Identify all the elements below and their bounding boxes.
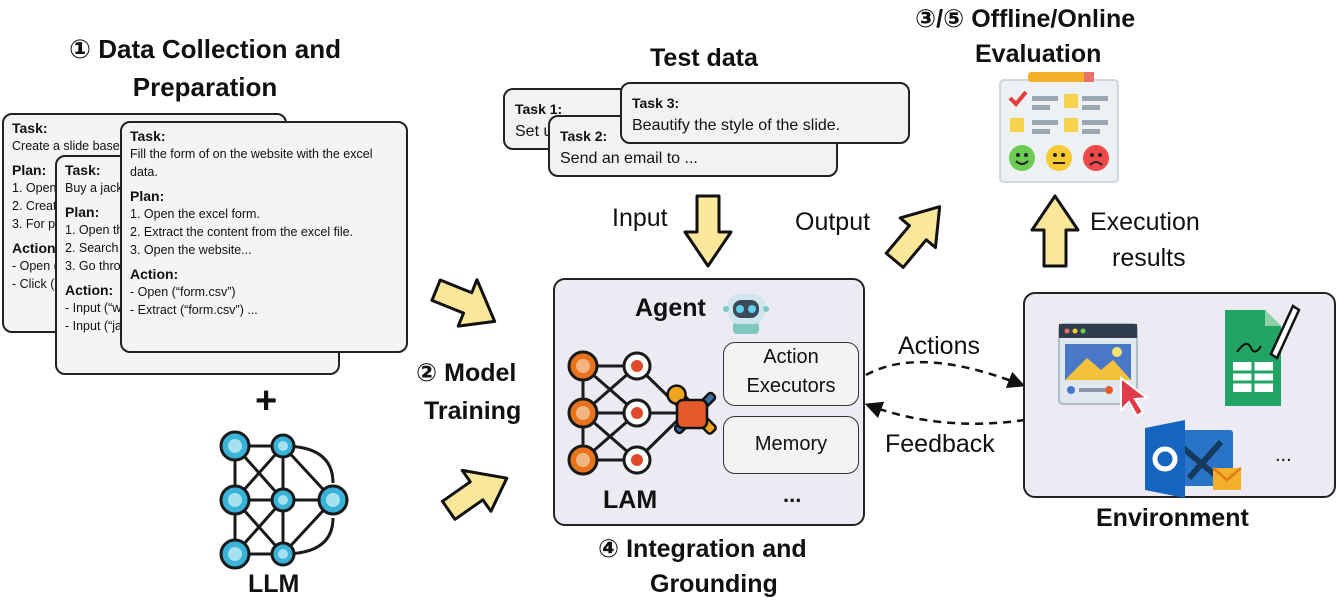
card-task-text: Create a slide base: [12, 139, 120, 153]
card-action-step: - Input (“w: [65, 301, 122, 315]
environment-label: Environment: [1096, 504, 1249, 532]
card-action-step: - Extract (“form.csv”) ...: [130, 303, 258, 317]
arrow-into-agent-top-icon: [430, 278, 497, 328]
task-text: Set u: [515, 123, 553, 140]
card-plan-step: 2. Extract the content from the excel fi…: [130, 225, 354, 239]
evaluation-title-1: ③/⑤ Offline/Online: [915, 5, 1136, 33]
card-plan-step: 1. Open th: [65, 223, 124, 237]
environment-box: ...: [1023, 292, 1336, 498]
model-training-title-2: Training: [424, 397, 522, 425]
output-label: Output: [795, 208, 871, 236]
task-text: Send an email to ...: [560, 150, 698, 167]
card-task-text: Fill the form of on the website with the…: [130, 147, 373, 179]
action-executors-line1: Action: [763, 346, 819, 368]
card-task-label: Task:: [65, 162, 101, 178]
plus-sign: +: [255, 380, 278, 422]
card-action-step: - Click (E: [12, 277, 63, 291]
card-action-label: Action:: [130, 266, 179, 282]
web-app-icon: [1058, 323, 1150, 418]
arrow-into-agent-bottom-icon: [440, 468, 509, 521]
execution-results-line1: Execution: [1090, 208, 1200, 236]
card-action-label: Action:: [65, 282, 114, 298]
test-data-title: Test data: [650, 44, 758, 72]
card-task-label: Task:: [130, 128, 166, 144]
card-plan-step: 1. Open: [12, 181, 57, 195]
lam-network-icon: [567, 350, 717, 476]
action-executors-box: Action Executors: [723, 342, 859, 406]
llm-label: LLM: [248, 570, 300, 598]
integration-title-1: ④ Integration and: [598, 535, 807, 563]
lam-label: LAM: [603, 486, 658, 514]
data-collection-title-text: ① Data Collection and Preparation: [69, 34, 341, 102]
input-label: Input: [612, 204, 668, 232]
actions-feedback-arrows: [864, 360, 1026, 425]
evaluation-title-2: Evaluation: [975, 40, 1102, 68]
test-task-3: Task 3: Beautify the style of the slide.: [620, 82, 910, 144]
agent-title: Agent: [635, 294, 706, 322]
data-collection-title: ① Data Collection and Preparation: [40, 30, 370, 106]
llm-network-icon: [219, 430, 349, 570]
actions-label: Actions: [898, 332, 980, 360]
card-task-label: Task:: [12, 120, 48, 136]
card-action-label: Action: [12, 240, 56, 256]
memory-box: Memory: [723, 416, 859, 474]
action-executors-line2: Executors: [746, 375, 836, 397]
card-plan-step: 3. Open the website...: [130, 243, 252, 257]
robot-icon: [723, 294, 769, 334]
card-plan-step: 3. Go thro: [65, 259, 121, 273]
agent-box: Agent LAM: [553, 278, 865, 526]
card-plan-step: 2. Search f: [65, 241, 126, 255]
execution-results-arrow-icon: [1030, 194, 1080, 268]
card-plan-step: 1. Open the excel form.: [130, 207, 260, 221]
task-card-front: Task: Fill the form of on the website wi…: [120, 121, 408, 353]
agent-more-ellipsis: ...: [783, 482, 802, 507]
integration-title-2: Grounding: [650, 570, 778, 598]
card-action-step: - Open (: [12, 259, 58, 273]
outlook-icon: [1145, 420, 1242, 498]
model-training-title-1: ② Model: [416, 359, 517, 387]
task-label: Task 2:: [560, 128, 608, 144]
card-action-step: - Open (“form.csv”): [130, 285, 236, 299]
card-plan-step: 3. For pa: [12, 217, 63, 231]
output-arrow-icon: [884, 205, 942, 269]
environment-more-ellipsis: ...: [1275, 444, 1292, 466]
task-text: Beautify the style of the slide.: [632, 117, 841, 134]
card-plan-label: Plan:: [65, 204, 100, 220]
task-label: Task 1:: [515, 101, 563, 117]
execution-results-line2: results: [1112, 244, 1186, 272]
test-task-2: Task 2: Send an email to ...: [548, 115, 838, 177]
card-task-text: Buy a jack: [65, 181, 123, 195]
card-plan-step: 2. Creat: [12, 199, 57, 213]
spreadsheet-icon: [1225, 304, 1301, 406]
memory-label: Memory: [754, 433, 828, 455]
input-arrow-icon: [683, 194, 733, 268]
card-plan-label: Plan:: [12, 162, 47, 178]
task-label: Task 3:: [632, 95, 680, 111]
feedback-label: Feedback: [885, 430, 995, 458]
evaluation-checklist-icon: [999, 72, 1119, 183]
card-plan-label: Plan:: [130, 188, 165, 204]
